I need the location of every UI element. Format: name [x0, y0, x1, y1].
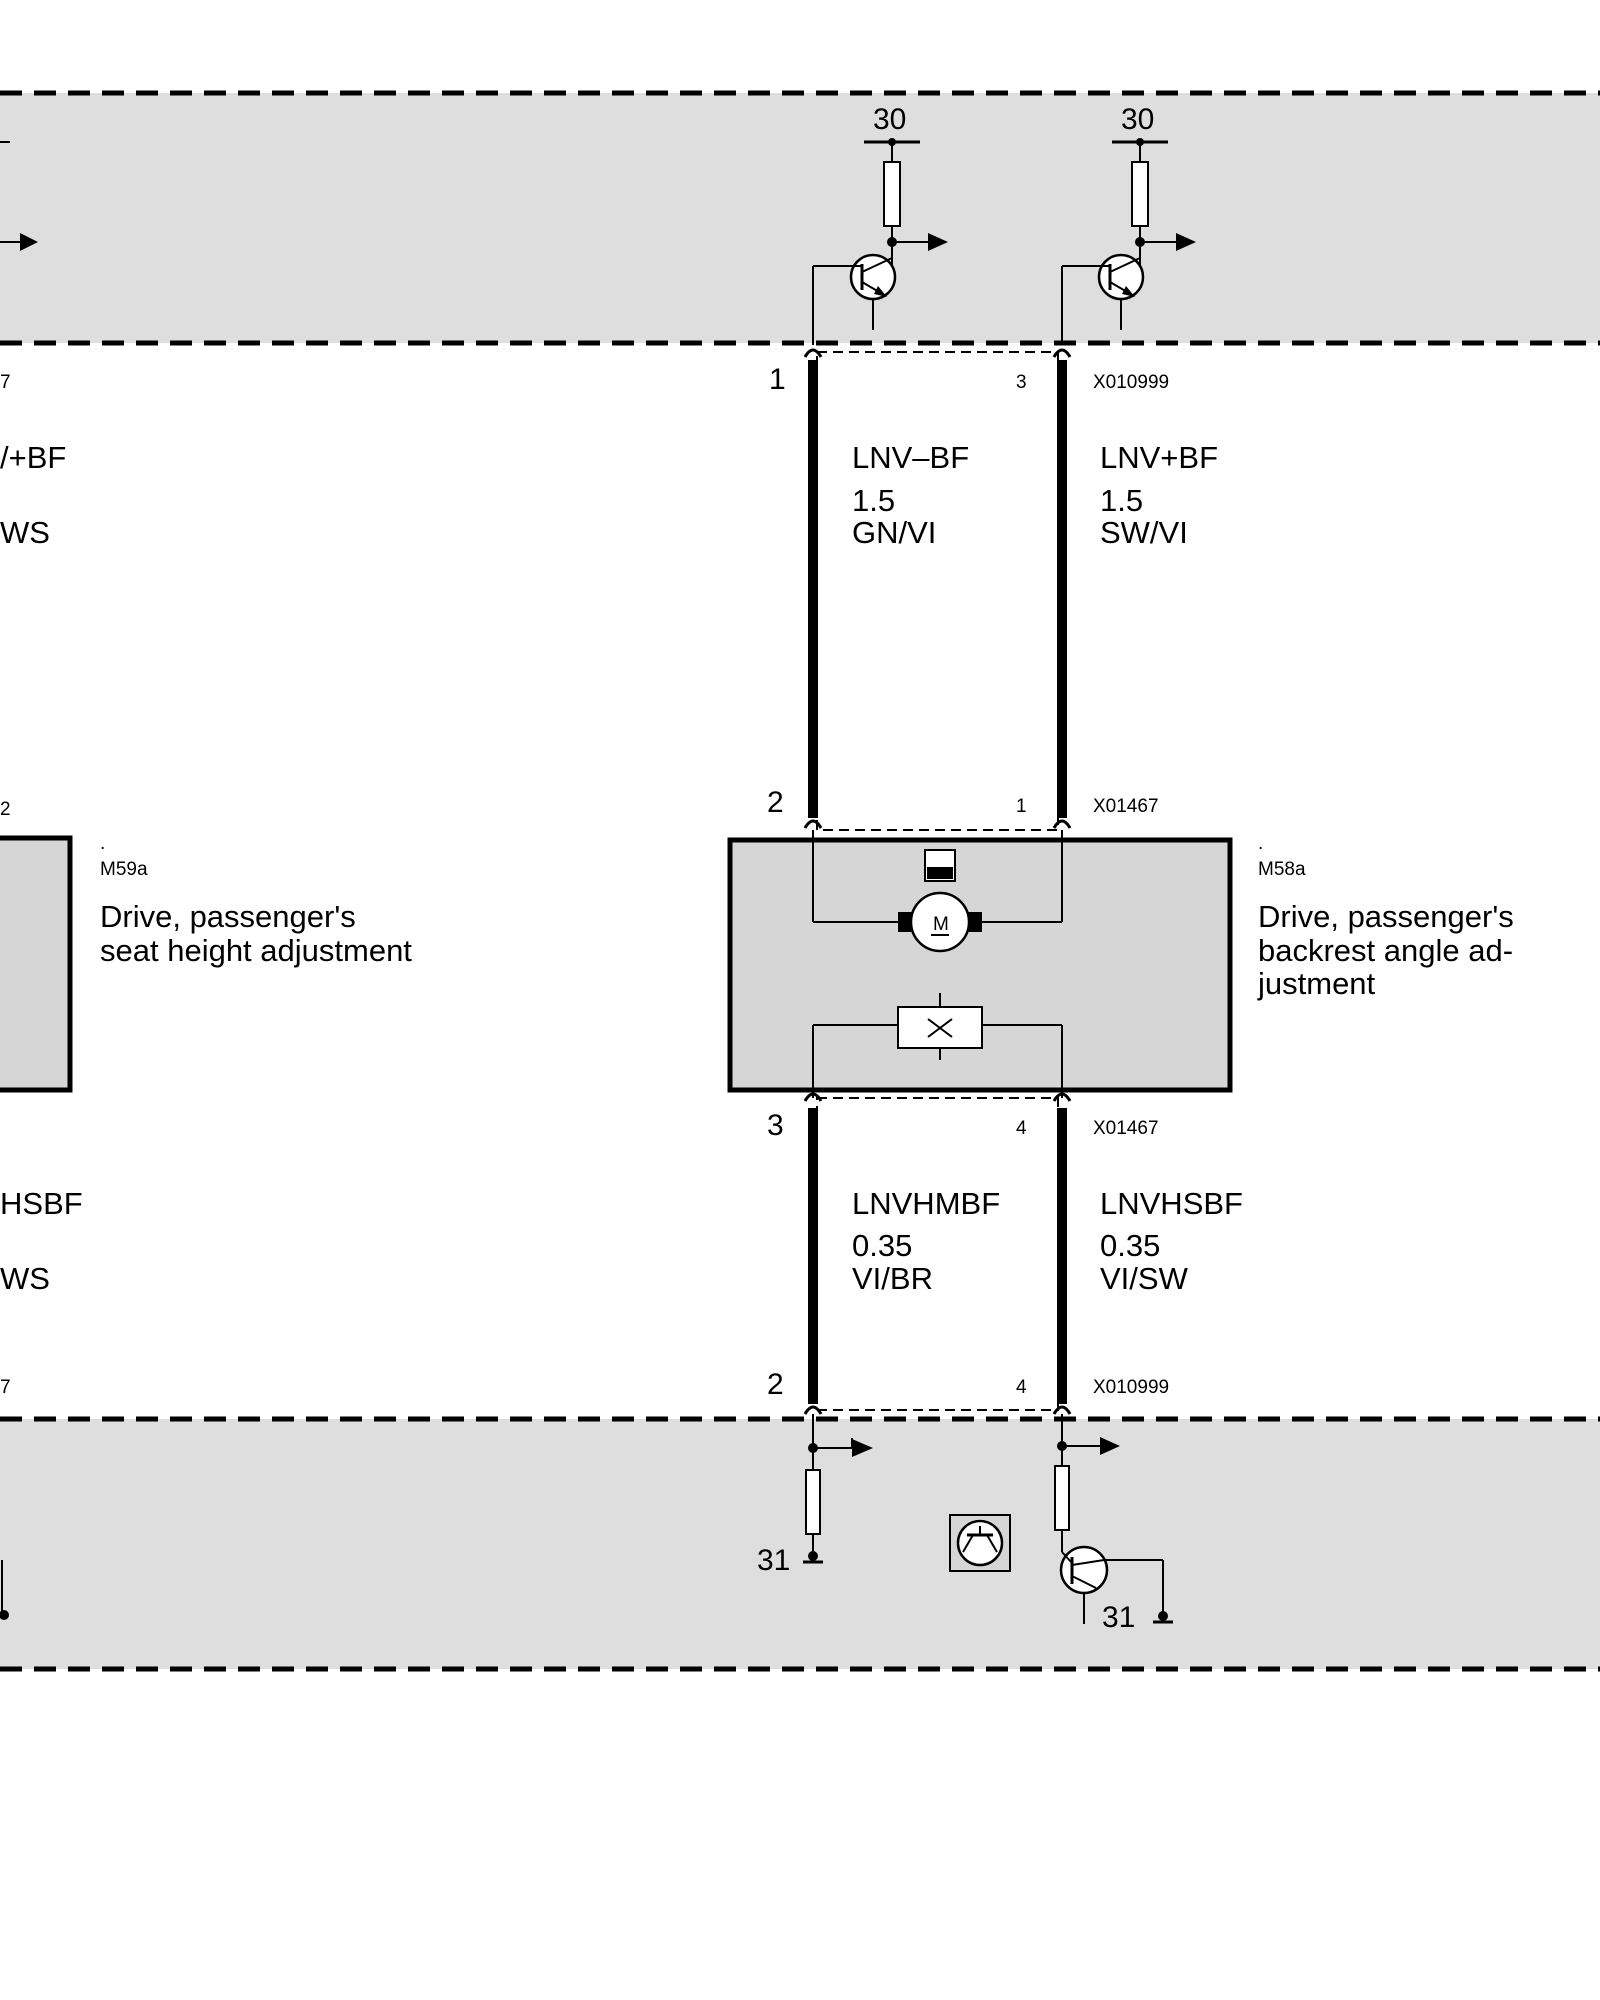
terminal-31-right: 31 [1102, 1601, 1135, 1634]
transistor-icon [1059, 1545, 1109, 1595]
pin-4-bottom-label: 4 [1016, 1377, 1027, 1398]
component-m59a-label: . M59a Drive, passenger's seat height ad… [100, 833, 412, 968]
ground-dot-icon [0, 1610, 9, 1620]
wire-lower-left-size: 0.35 [852, 1228, 912, 1263]
pin-3-label: 3 [767, 1109, 784, 1142]
wire-lower-right-color: VI/SW [1100, 1261, 1189, 1296]
connector-code-x01467-top: X01467 [1093, 796, 1159, 817]
resistor-icon [1054, 1465, 1070, 1531]
wire-upper-right-name: LNV+BF [1100, 440, 1218, 475]
wire-upper-left-size: 1.5 [852, 483, 895, 518]
left-wire-bottom-color: WS [0, 1261, 50, 1296]
m59a-desc-line1: Drive, passenger's [100, 899, 356, 934]
motor-icon [909, 891, 971, 953]
wire-upper-right-color: SW/VI [1100, 515, 1188, 550]
left-wire-top-name: /+BF [0, 440, 66, 475]
connector-x010999-top: 1 3 X010999 [769, 348, 1169, 831]
wire-upper-left-color: GN/VI [852, 515, 936, 550]
output-arrow-icon [20, 233, 38, 251]
left-wire-bottom-name: HSBF [0, 1186, 83, 1221]
input-arrow-icon [1100, 1437, 1120, 1455]
wire-upper-left-name: LNV–BF [852, 440, 969, 475]
pin-4-label: 4 [1016, 1118, 1027, 1139]
component-m58a-box [727, 837, 1233, 1093]
wire-upper-right-size: 1.5 [1100, 483, 1143, 518]
pin-1-label: 1 [769, 363, 786, 396]
m58a-desc-line3: justment [1257, 966, 1376, 1001]
upper-left-driver: 30 [812, 103, 948, 345]
resistor-icon [1131, 161, 1149, 227]
lower-control-module [0, 1416, 1600, 1672]
m58a-desc-line1: Drive, passenger's [1258, 899, 1514, 934]
wire-lower-left-name: LNVHMBF [852, 1186, 1000, 1221]
terminal-30-right: 30 [1121, 103, 1154, 136]
wire-lower-right-name: LNVHSBF [1100, 1186, 1243, 1221]
m58a-code: M58a [1258, 859, 1306, 880]
resistor-icon [883, 161, 901, 227]
left-partial-circuit: 7 /+BF WS 2 HSBF WS 7 [0, 141, 83, 1620]
connector-code-x010999-bottom: X010999 [1093, 1377, 1169, 1398]
component-m59a-box [0, 835, 73, 1093]
connector-x010999-bottom: 2 4 X010999 [767, 1368, 1169, 1415]
transistor-icon [849, 253, 897, 301]
upper-control-module [0, 90, 1600, 346]
lower-right-input: 31 [1054, 1414, 1173, 1634]
semiconductor-reference-symbol [949, 1514, 1011, 1572]
left-connector-code-bottom: 7 [0, 1377, 11, 1398]
connector-code-x010999-top: X010999 [1093, 372, 1169, 393]
m59a-code: M59a [100, 859, 148, 880]
connector-x01467-top: 2 1 X01467 [767, 786, 1159, 829]
wire-lower-right: LNVHSBF 0.35 VI/SW [1057, 1108, 1243, 1404]
wire-lower-left-color: VI/BR [852, 1261, 933, 1296]
output-arrow-icon [1176, 233, 1196, 251]
terminal-31-left: 31 [757, 1544, 790, 1577]
upper-right-driver: 30 [1061, 103, 1196, 345]
left-pin-mid: 2 [0, 799, 11, 820]
wire-upper-right: LNV+BF 1.5 SW/VI [1057, 360, 1218, 818]
pin-2-label: 2 [767, 786, 784, 819]
left-connector-code-top: 7 [0, 372, 11, 393]
transistor-icon [1097, 253, 1145, 301]
component-m58a: M [727, 830, 1233, 1098]
wire-lower-right-size: 0.35 [1100, 1228, 1160, 1263]
pin-3-label: 3 [1016, 372, 1027, 393]
terminal-30-left: 30 [873, 103, 906, 136]
component-m58a-label: . M58a Drive, passenger's backrest angle… [1257, 833, 1514, 1001]
pin-1-small-label: 1 [1016, 796, 1027, 817]
pin-2-bottom-label: 2 [767, 1368, 784, 1401]
connector-code-x01467-bottom: X01467 [1093, 1118, 1159, 1139]
wire-lower-left: LNVHMBF 0.35 VI/BR [808, 1108, 1000, 1404]
m59a-desc-line2: seat height adjustment [100, 933, 412, 968]
wire-upper-left: LNV–BF 1.5 GN/VI [808, 360, 969, 818]
output-arrow-icon [928, 233, 948, 251]
left-wire-top-color: WS [0, 515, 50, 550]
resistor-icon [805, 1469, 821, 1535]
input-arrow-icon [852, 1439, 873, 1457]
motor-symbol: M [933, 914, 949, 935]
lower-left-input: 31 [757, 1414, 873, 1577]
m58a-desc-line2: backrest angle ad- [1258, 933, 1513, 968]
m58a-dot: . [1258, 833, 1263, 854]
m59a-dot: . [100, 833, 105, 854]
